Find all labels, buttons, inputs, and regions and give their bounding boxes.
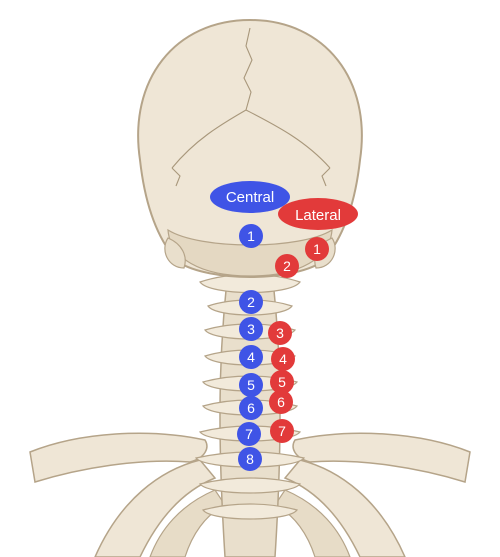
svg-text:8: 8: [246, 451, 254, 467]
svg-text:7: 7: [245, 426, 253, 442]
lateral-point-2: 2: [275, 254, 299, 278]
central-point-6: 6: [239, 396, 263, 420]
svg-text:6: 6: [247, 400, 255, 416]
left-clavicle: [29, 432, 208, 483]
central-point-4: 4: [239, 345, 263, 369]
central-point-2: 2: [239, 290, 263, 314]
svg-text:4: 4: [247, 349, 255, 365]
central-points: 1 2 3 4 5 6 7 8: [237, 224, 263, 471]
lateral-point-4: 4: [271, 347, 295, 371]
left-mastoid: [164, 237, 186, 269]
lateral-point-5: 5: [270, 370, 294, 394]
svg-text:2: 2: [247, 294, 255, 310]
central-label-pill: Central: [210, 181, 290, 213]
central-label: Central: [226, 189, 274, 206]
central-point-1: 1: [239, 224, 263, 248]
lateral-point-1: 1: [305, 237, 329, 261]
lateral-point-7: 7: [270, 419, 294, 443]
svg-text:3: 3: [247, 321, 255, 337]
lateral-label: Lateral: [295, 207, 341, 224]
svg-text:6: 6: [277, 394, 285, 410]
cranial-sutures: [171, 27, 331, 187]
skeleton-illustration: [29, 18, 471, 557]
lateral-point-3: 3: [268, 321, 292, 345]
svg-text:1: 1: [313, 241, 321, 257]
svg-text:5: 5: [278, 374, 286, 390]
svg-text:7: 7: [278, 423, 286, 439]
right-upper-ribs: [283, 459, 406, 557]
central-point-7: 7: [237, 422, 261, 446]
svg-text:5: 5: [247, 377, 255, 393]
central-point-8: 8: [238, 447, 262, 471]
central-point-5: 5: [239, 373, 263, 397]
lateral-point-6: 6: [269, 390, 293, 414]
right-clavicle: [292, 432, 471, 483]
svg-text:3: 3: [276, 325, 284, 341]
svg-text:2: 2: [283, 258, 291, 274]
svg-text:4: 4: [279, 351, 287, 367]
left-upper-ribs: [94, 459, 217, 557]
lateral-points: 1 2 3 4 5 6 7: [268, 237, 329, 443]
central-point-3: 3: [239, 317, 263, 341]
svg-text:1: 1: [247, 228, 255, 244]
lateral-label-pill: Lateral: [278, 198, 358, 230]
